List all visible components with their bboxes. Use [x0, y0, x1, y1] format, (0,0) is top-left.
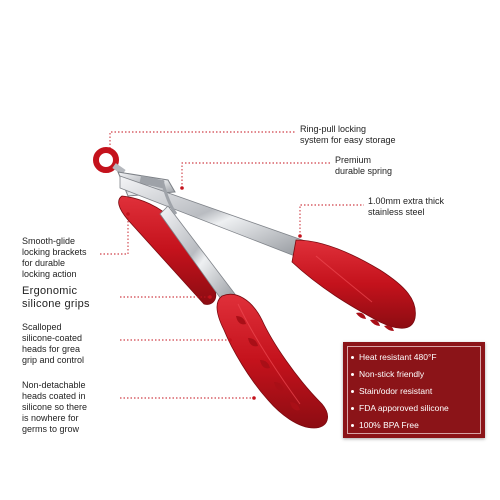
bullet-icon — [351, 407, 354, 411]
label-line: Ring-pull locking — [300, 124, 367, 134]
label-line: Scalloped — [22, 322, 62, 332]
label-line: for durable — [22, 258, 66, 268]
feature-text: Non-stick friendly — [359, 369, 425, 379]
label-line: Premium — [335, 155, 372, 165]
label-line: is nowhere for — [22, 413, 79, 423]
bullet-icon — [351, 356, 354, 360]
label-heads: Non-detachable heads coated in silicone … — [22, 380, 87, 435]
leader-lines — [100, 131, 364, 400]
label-line: silicone grips — [22, 298, 90, 310]
lower-silicone-head — [216, 294, 328, 429]
feature-item: Stain/odor resistant — [351, 386, 432, 396]
label-line: stainless steel — [368, 207, 425, 217]
feature-text: 100% BPA Free — [359, 420, 419, 430]
lower-grip — [118, 195, 217, 305]
label-scalloped: Scalloped silicone-coated heads for grea… — [22, 322, 84, 366]
feature-text: Heat resistant 480°F — [359, 352, 437, 362]
label-line: locking brackets — [22, 247, 87, 257]
feature-text: Stain/odor resistant — [359, 386, 433, 396]
label-steel: 1.00mm extra thick stainless steel — [368, 196, 444, 218]
features-panel: Heat resistant 480°F Non-stick friendly … — [343, 342, 485, 438]
label-line: Smooth-glide — [22, 236, 76, 246]
features-panel-border — [347, 346, 481, 434]
label-brackets: Smooth-glide locking brackets for durabl… — [22, 236, 87, 280]
label-line: silicone-coated — [22, 333, 83, 343]
label-line: system for easy storage — [300, 135, 396, 145]
bullet-icon — [351, 373, 354, 377]
spring — [160, 179, 178, 215]
label-spring: Premium durable spring — [335, 155, 392, 177]
label-ring-pull: Ring-pull locking system for easy storag… — [300, 124, 396, 146]
label-line: heads for grea — [22, 344, 81, 354]
feature-item: FDA apporoved silicone — [351, 403, 449, 413]
label-line: heads coated in — [22, 391, 86, 401]
label-line: durable spring — [335, 166, 393, 176]
bullet-icon — [351, 424, 354, 428]
feature-text: FDA apporoved silicone — [359, 403, 449, 413]
label-line: locking action — [22, 269, 77, 279]
label-line: Ergonomic — [22, 285, 78, 297]
upper-silicone-head — [291, 239, 416, 329]
label-line: 1.00mm extra thick — [368, 196, 445, 206]
feature-item: Heat resistant 480°F — [351, 352, 437, 362]
ring-pull — [93, 147, 126, 175]
feature-item: 100% BPA Free — [351, 420, 419, 430]
feature-item: Non-stick friendly — [351, 369, 424, 379]
label-line: Non-detachable — [22, 380, 86, 390]
bullet-icon — [351, 390, 354, 394]
label-line: germs to grow — [22, 424, 80, 434]
label-grips: Ergonomic silicone grips — [22, 285, 90, 311]
label-line: silicone so there — [22, 402, 88, 412]
label-line: grip and control — [22, 355, 85, 365]
